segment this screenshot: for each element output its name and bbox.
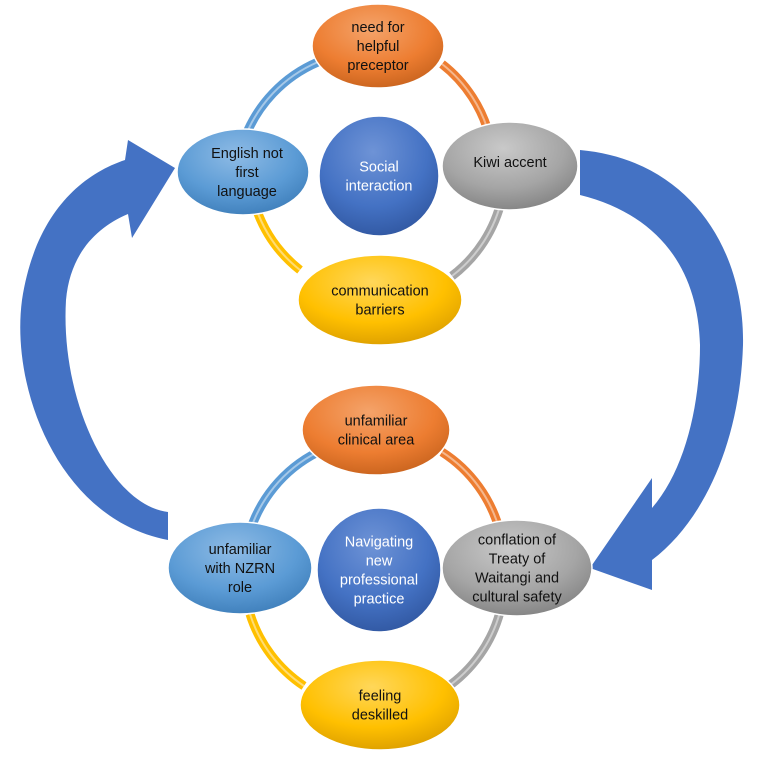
bottom-ring-arc-orange — [439, 448, 505, 534]
bottom-ring-arc-gold — [245, 612, 307, 690]
bottom-node-clinical-area-label: unfamiliar clinical area — [338, 414, 415, 449]
label-line: language — [217, 184, 277, 200]
label-line: conflation of — [478, 533, 557, 549]
bottom-node-nzrn-role: unfamiliar with NZRN role — [167, 521, 313, 615]
top-center-label: Social interaction — [346, 160, 413, 195]
bottom-node-deskilled-label: feeling deskilled — [352, 689, 408, 724]
bottom-ring-arc-gray — [443, 610, 505, 692]
top-node-preceptor-label: need for helpful preceptor — [347, 20, 408, 74]
top-node-english-label: English not first language — [211, 146, 283, 200]
label-line: English not — [211, 146, 283, 162]
top-node-kiwi-accent: Kiwi accent — [441, 121, 579, 211]
top-node-communication: communication barriers — [297, 254, 463, 346]
top-ring-arc-gold — [251, 206, 303, 274]
top-ring-arc-gray — [449, 196, 507, 280]
bottom-node-conflation: conflation of Treaty of Waitangi and cultur… — [441, 519, 593, 617]
top-node-english: English not first language — [176, 128, 310, 216]
top-node-kiwi-accent-label: Kiwi accent — [473, 155, 546, 171]
label-line: unfamiliar — [345, 414, 408, 430]
label-line: unfamiliar — [209, 542, 272, 558]
label-line: preceptor — [347, 58, 408, 74]
label-line: professional — [340, 573, 418, 589]
label-line: new — [366, 554, 393, 570]
label-line: deskilled — [352, 708, 408, 724]
label-line: Navigating — [345, 535, 414, 551]
label-line: need for — [351, 20, 404, 36]
label-line: first — [235, 165, 258, 181]
top-center-node: Social interaction — [318, 115, 440, 237]
bottom-node-deskilled: feeling deskilled — [299, 659, 461, 751]
label-line: interaction — [346, 179, 413, 195]
label-line: with NZRN — [204, 561, 275, 577]
label-line: role — [228, 580, 252, 596]
bottom-center-node: Navigating new professional practice — [316, 507, 442, 633]
label-line: feeling — [359, 689, 402, 705]
label-line: clinical area — [338, 433, 415, 449]
label-line: communication — [331, 284, 429, 300]
label-line: barriers — [355, 303, 404, 319]
label-line: helpful — [357, 39, 400, 55]
bottom-node-clinical-area: unfamiliar clinical area — [301, 384, 451, 476]
bottom-center-label: Navigating new professional practice — [340, 535, 418, 608]
label-line: cultural safety — [472, 590, 562, 606]
right-curved-arrow — [580, 150, 744, 590]
top-node-communication-label: communication barriers — [331, 284, 429, 319]
left-curved-arrow — [20, 140, 175, 540]
label-line: Social — [359, 160, 399, 176]
top-cycle: Social interaction need for helpful precept… — [176, 3, 579, 346]
bottom-node-nzrn-role-label: unfamiliar with NZRN role — [204, 542, 275, 596]
label-line: Waitangi and — [475, 571, 559, 587]
label-line: Treaty of — [489, 552, 547, 568]
top-ring-arc-lightblue — [239, 57, 320, 142]
bottom-node-conflation-label: conflation of Treaty of Waitangi and cultur… — [472, 533, 562, 606]
label-line: Kiwi accent — [473, 155, 546, 171]
label-line: practice — [354, 592, 405, 608]
top-node-preceptor: need for helpful preceptor — [311, 3, 445, 89]
bottom-cycle: Navigating new professional practice unfami… — [167, 384, 593, 751]
